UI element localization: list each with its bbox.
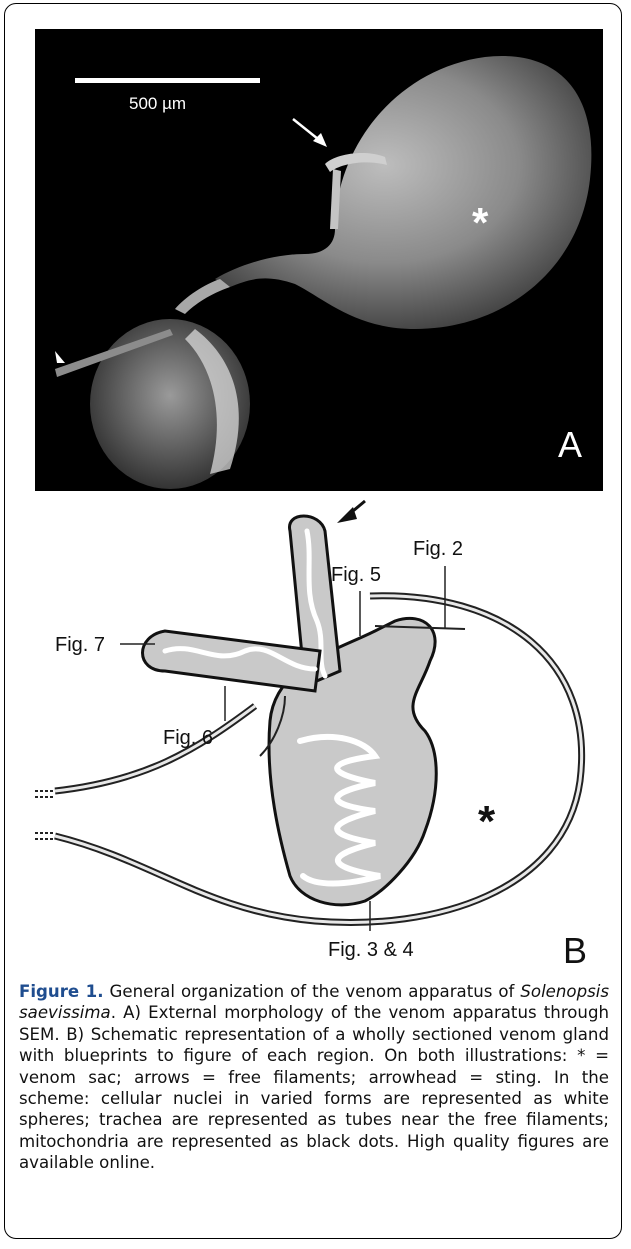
panel-b-label: B <box>563 930 587 971</box>
sting-dashes <box>35 791 55 839</box>
caption-part1: General organization of the venom appara… <box>104 982 521 1001</box>
arrowhead-icon <box>55 351 65 363</box>
sem-micrograph-panel: 500 µm * A <box>35 29 603 491</box>
figure-caption: Figure 1. General organization of the ve… <box>19 981 609 1174</box>
caption-rest: . A) External morphology of the venom ap… <box>19 1003 609 1172</box>
caption-lead: Figure 1. <box>19 982 104 1001</box>
left-filament-shape <box>143 631 321 691</box>
schematic-diagram: Fig. 2 Fig. 5 Fig. 7 Fig. 6 Fig. 3 & 4 *… <box>35 491 603 974</box>
callout-fig7: Fig. 7 <box>55 634 105 656</box>
schematic-asterisk: * <box>478 797 496 846</box>
callout-fig6: Fig. 6 <box>163 727 213 749</box>
callout-fig5: Fig. 5 <box>331 564 381 586</box>
scale-bar-label: 500 µm <box>129 94 186 113</box>
figure-frame: 500 µm * A <box>4 3 622 1239</box>
sem-micrograph: 500 µm * A <box>35 29 603 491</box>
callout-fig2: Fig. 2 <box>413 538 463 560</box>
venom-sac-shape <box>215 56 591 329</box>
schematic-panel: Fig. 2 Fig. 5 Fig. 7 Fig. 6 Fig. 3 & 4 *… <box>35 491 603 974</box>
callout-fig34: Fig. 3 & 4 <box>328 939 414 961</box>
scale-bar <box>75 78 260 83</box>
duct-shape <box>175 279 230 314</box>
venom-sac-asterisk: * <box>472 199 489 246</box>
panel-a-label: A <box>558 424 582 465</box>
